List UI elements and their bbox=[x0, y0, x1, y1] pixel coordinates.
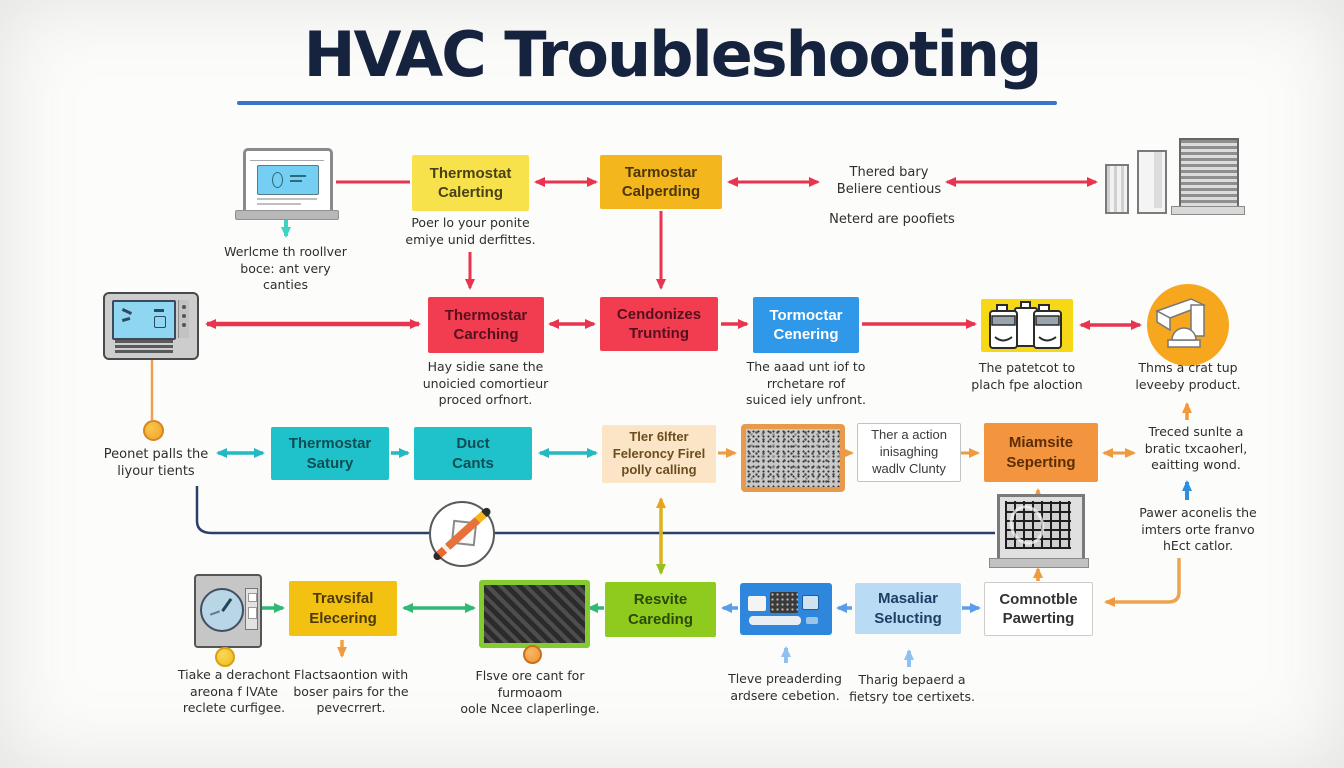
air-filter-towers-icon bbox=[1103, 138, 1245, 216]
caption-laptop: Werlcme th roollver boce: ant very canti… bbox=[224, 244, 347, 292]
box-thermostat-calerting: Thermostat Calerting bbox=[412, 155, 529, 211]
coin-icon bbox=[143, 420, 164, 441]
coin-icon bbox=[215, 647, 235, 667]
box-tarmostar-calperding: Tarmostar Calperding bbox=[600, 155, 722, 209]
pencil-circle-icon bbox=[429, 501, 495, 567]
caption-thermostat-calerting: Poer lo your ponite emiye unid derfittes… bbox=[405, 215, 536, 247]
tower-base bbox=[1171, 206, 1245, 215]
thermostat-sidebar bbox=[178, 300, 189, 338]
box-miamsite-seperting: Miamsite Seperting bbox=[984, 423, 1098, 482]
coin-icon bbox=[523, 645, 542, 664]
caption-duct-badge: Thms a crat tup leveeby product. bbox=[1135, 360, 1241, 392]
caption-gauge: Tiake a derachont areona f lVAte reclete… bbox=[177, 667, 291, 715]
laptop-icon bbox=[235, 148, 339, 222]
panel-screen bbox=[748, 596, 766, 611]
tower-small bbox=[1105, 164, 1129, 214]
box-duct-cants: Duct Cants bbox=[414, 427, 532, 480]
vent-grid-cells bbox=[1005, 501, 1071, 549]
caption-thermostar-carching: Hay sidie sane the unoicied comortieur p… bbox=[422, 359, 549, 407]
box-ther-a-action: Ther a action inisaghing wadlv Clunty bbox=[857, 423, 961, 482]
navy-route-line bbox=[195, 486, 995, 535]
vent-grid-icon bbox=[997, 494, 1085, 564]
box-thermostar-satury: Thermostar Satury bbox=[271, 427, 389, 480]
caption-travsifal: Flactsaontion with boser pairs for the p… bbox=[293, 667, 409, 715]
gauge-panel bbox=[245, 588, 258, 630]
laptop-base bbox=[235, 210, 339, 220]
panel-keypad bbox=[770, 592, 798, 613]
bottles-icon bbox=[981, 299, 1073, 352]
text-peonet: Peonet palls the liyour tients bbox=[103, 447, 209, 480]
panel-button bbox=[806, 617, 818, 624]
box-comnotble-pawerting: Comnotble Pawerting bbox=[984, 582, 1093, 636]
box-cendonizes-trunting: Cendonizes Trunting bbox=[600, 297, 718, 351]
box-travsifal-elecering: Travsifal Elecering bbox=[289, 581, 397, 636]
box-resvite-careding: Resvite Careding bbox=[605, 582, 716, 637]
thermostat-icon bbox=[103, 292, 199, 360]
panel-display bbox=[802, 595, 819, 610]
caption-control-panel: Tleve preaderding ardsere cebetion. bbox=[728, 671, 842, 703]
pencil bbox=[431, 506, 493, 562]
panel-slider bbox=[749, 616, 801, 625]
caption-air-filter: Flsve ore cant for furmoaom oole Ncee cl… bbox=[460, 668, 600, 716]
box-tormoctar-cenering: Tormoctar Cenering bbox=[753, 297, 859, 353]
title-underline bbox=[237, 101, 1057, 105]
text-thered-bary: Thered bary Beliere centious bbox=[836, 165, 942, 198]
text-neterd: Neterd are poofiets bbox=[829, 212, 955, 227]
tower-large bbox=[1179, 138, 1239, 210]
air-filter-icon bbox=[479, 580, 590, 648]
gauge-dial bbox=[200, 588, 244, 632]
box-thermostar-carching: Thermostar Carching bbox=[428, 297, 544, 353]
caption-bottles: The patetcot to plach fpe aloction bbox=[971, 360, 1083, 392]
box-masaliar-selucting: Masaliar Selucting bbox=[855, 583, 961, 634]
middle-arrows bbox=[656, 488, 1043, 581]
control-panel-icon bbox=[740, 583, 832, 635]
laptop-screen bbox=[243, 148, 333, 216]
gauge-meter-icon bbox=[194, 574, 262, 648]
text-treced: Treced sunlte a bratic txcaoherl, eaitti… bbox=[1144, 424, 1248, 472]
filter-media-icon bbox=[741, 424, 845, 492]
page-title: HVAC Troubleshooting bbox=[303, 18, 1043, 91]
duct-badge-icon bbox=[1147, 284, 1229, 366]
caption-tormoctar-cenering: The aaad unt iof to rrchetare rof suiced… bbox=[746, 359, 866, 407]
text-pawer: Pawer aconelis the imters orte franvo hE… bbox=[1139, 505, 1257, 553]
vent-grid-base bbox=[989, 558, 1089, 568]
caption-masaliar: Tharig bepaerd a fietsry toe certixets. bbox=[849, 672, 975, 704]
tower-medium bbox=[1137, 150, 1167, 214]
box-tler-filter: Tler 6lfter Feleroncy Firel polly callin… bbox=[602, 425, 716, 483]
thermostat-lcd bbox=[112, 300, 176, 340]
